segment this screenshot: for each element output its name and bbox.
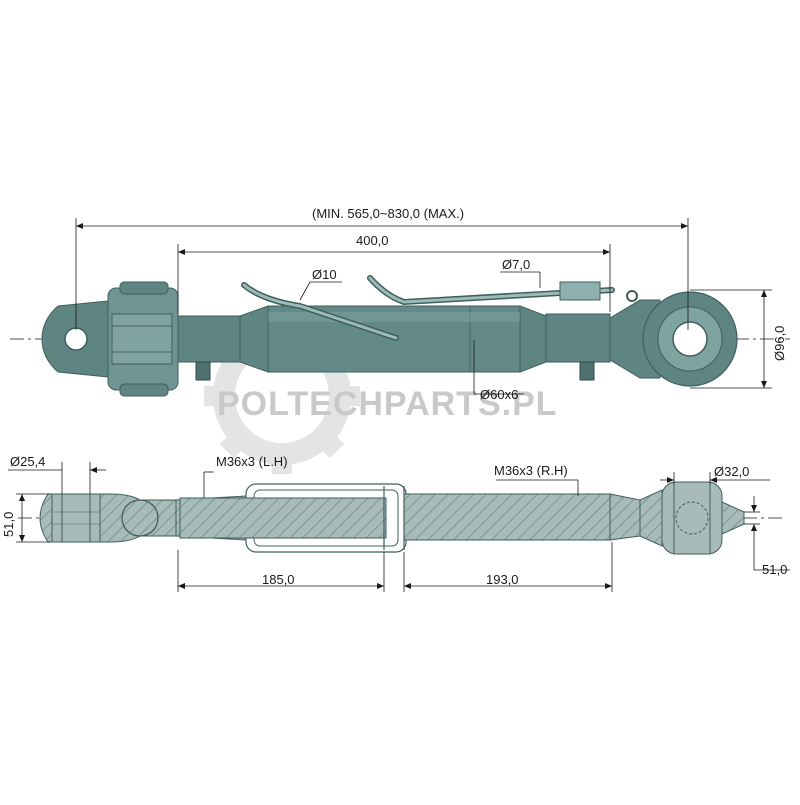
top-dimensions xyxy=(75,218,772,395)
ball-end-hole xyxy=(672,321,708,357)
top-view: (MIN. 565,0~830,0 (MAX.) 400,0 Ø10 Ø7,0 … xyxy=(10,206,790,402)
section-view: Ø25,4 51,0 M36x3 (L.H) M36x3 (R.H) Ø32,0… xyxy=(1,454,790,592)
left-fork-end xyxy=(41,281,179,397)
left-fork-section xyxy=(39,493,177,543)
right-thread-label: M36x3 (R.H) xyxy=(494,463,568,478)
left-hole-diameter-label: Ø25,4 xyxy=(10,454,45,469)
left-pin-hole xyxy=(64,327,88,351)
locking-handle xyxy=(241,275,638,341)
pin-diameter-label: Ø10 xyxy=(312,267,337,282)
tube-length-label: 400,0 xyxy=(356,233,389,248)
right-hole-diameter-label: Ø32,0 xyxy=(714,464,749,479)
watermark: POLTECHPARTS.PL xyxy=(204,318,558,474)
right-ball-section xyxy=(639,481,745,555)
watermark-text: POLTECHPARTS.PL xyxy=(217,385,558,423)
chain-diameter-label: Ø7,0 xyxy=(502,257,530,272)
left-lock-nut xyxy=(195,361,211,381)
left-thread-length-label: 185,0 xyxy=(262,572,295,587)
ball-end-diameter-label: Ø96,0 xyxy=(772,326,787,361)
section-dimensions xyxy=(8,462,790,592)
right-thread-length-label: 193,0 xyxy=(486,572,519,587)
tube-size-label: Ø60x6 xyxy=(480,387,518,402)
right-ball-end xyxy=(609,291,738,387)
right-height-label: 51,0 xyxy=(762,562,787,577)
right-lock-nut xyxy=(579,361,595,381)
threaded-assembly xyxy=(175,483,641,553)
left-thread-label: M36x3 (L.H) xyxy=(216,454,288,469)
left-height-label: 51,0 xyxy=(1,512,16,537)
overall-length-label: (MIN. 565,0~830,0 (MAX.) xyxy=(312,206,464,221)
